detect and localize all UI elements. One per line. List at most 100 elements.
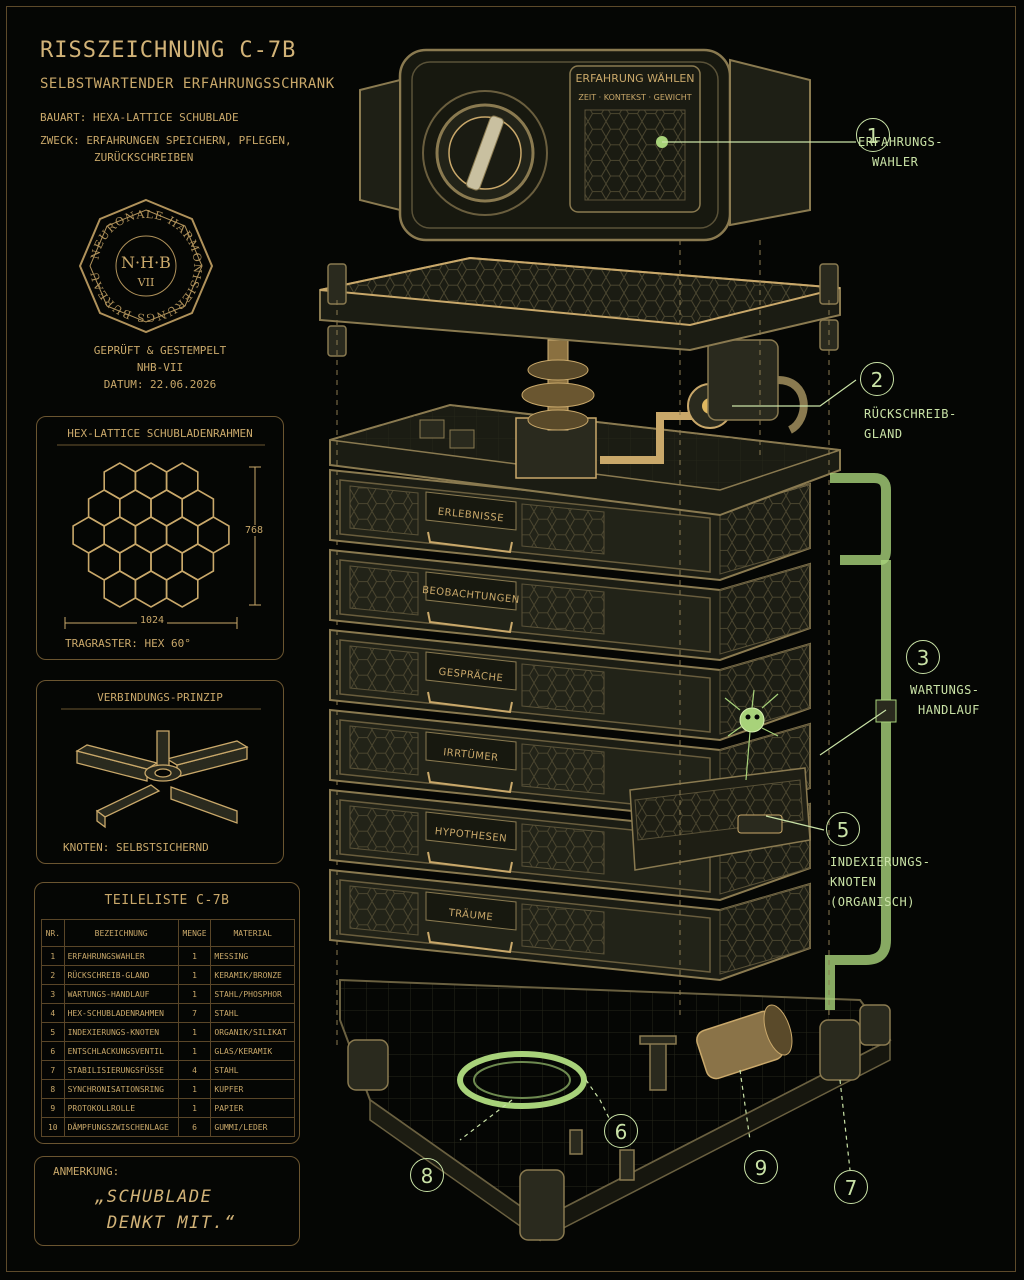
- drawing-frame: [6, 6, 1016, 1272]
- cell-nr: 10: [41, 1117, 65, 1137]
- cell-nr: 4: [41, 1003, 65, 1023]
- indexing-node-creature: [724, 689, 779, 781]
- bauart-text: BAUART: HEXA-LATTICE SCHUBLADE: [40, 111, 239, 124]
- callout-1-line1: ERFAHRUNGS-: [858, 135, 943, 149]
- stamp-caption-line3: DATUM: 22.06.2026: [103, 378, 217, 391]
- selector-title: ERFAHRUNG WÄHLEN: [575, 72, 694, 85]
- callout-6-number: 6: [604, 1114, 638, 1148]
- raster-label: TRAGRASTER: HEX 60°: [65, 637, 191, 650]
- callout-5-line3: (ORGANISCH): [830, 895, 915, 909]
- seal-numeral: VII: [137, 276, 155, 289]
- callout-2-line1: RÜCKSCHREIB-: [864, 407, 957, 421]
- connection-node-diagram: [61, 708, 261, 829]
- base-platform: [339, 978, 892, 1242]
- note-line1: „SCHUBLADE: [95, 1187, 213, 1207]
- callout-2-label: RÜCKSCHREIB- GLAND: [864, 404, 957, 444]
- callout-3-line2: HANDLAUF: [918, 703, 980, 717]
- hex-lattice-panel: HEX-LATTICE SCHUBLADENRAHMEN 768 1024 TR…: [36, 416, 284, 660]
- zweck-text-line1: ZWECK: ERFAHRUNGEN SPEICHERN, PFLEGEN,: [40, 134, 292, 147]
- hex-panel-title: HEX-LATTICE SCHUBLADENRAHMEN: [67, 427, 253, 440]
- parts-table-header: NR. BEZEICHNUNG MENGE MATERIAL: [41, 919, 295, 947]
- drawer-1[interactable]: ERLEBNISSE: [329, 468, 811, 582]
- note-label: ANMERKUNG:: [53, 1165, 120, 1178]
- cell-bezeichnung: ERFAHRUNGSWAHLER: [63, 946, 179, 966]
- zweck-text-line2: ZURÜCKSCHREIBEN: [94, 151, 194, 164]
- purge-valve: [569, 1035, 677, 1181]
- cabinet-illustration: ERLEBNISSEBEOBACHTUNGENGESPRÄCHEIRRTÜMER…: [319, 48, 897, 1242]
- hex-lattice-diagram: [57, 444, 265, 629]
- connection-caption: KNOTEN: SELBSTSICHERND: [63, 841, 209, 854]
- assembly-guide-lines: [336, 240, 830, 1050]
- cell-bezeichnung: DÄMPFUNGSZWISCHENLAGE: [63, 1117, 179, 1137]
- cell-nr: 9: [41, 1098, 65, 1118]
- callout-3-number: 3: [906, 640, 940, 674]
- central-shaft: [521, 339, 595, 431]
- cell-menge: 1: [177, 1098, 212, 1118]
- col-header-material: MATERIAL: [210, 919, 295, 947]
- protocol-roll: [696, 1004, 793, 1080]
- cell-material: MESSING: [210, 946, 295, 966]
- drawer-6[interactable]: TRÄUME: [329, 868, 811, 982]
- callout-5-line2: KNOTEN: [830, 875, 877, 889]
- cell-material: STAHL: [210, 1003, 295, 1023]
- cell-bezeichnung: RÜCKSCHREIB-GLAND: [63, 965, 179, 985]
- cell-material: GUMMI/LEDER: [210, 1117, 295, 1137]
- maintenance-handrail: [825, 473, 897, 1010]
- cell-bezeichnung: WARTUNGS-HANDLAUF: [63, 984, 179, 1004]
- drawer-3[interactable]: GESPRÄCHE: [329, 628, 811, 742]
- cell-nr: 8: [41, 1079, 65, 1099]
- cell-material: KERAMIK/BRONZE: [210, 965, 295, 985]
- cell-nr: 1: [41, 946, 65, 966]
- dim-width-label: 1024: [137, 615, 168, 626]
- stamp-caption-line1: GEPRÜFT & GESTEMPELT: [93, 344, 227, 357]
- cell-nr: 3: [41, 984, 65, 1004]
- cell-menge: 7: [177, 1003, 212, 1023]
- cell-material: STAHL: [210, 1060, 295, 1080]
- cell-material: PAPIER: [210, 1098, 295, 1118]
- callout-1-label: ERFAHRUNGS- WAHLER: [858, 132, 943, 172]
- cell-bezeichnung: PROTOKOLLROLLE: [63, 1098, 179, 1118]
- hex-cell: [165, 570, 199, 608]
- hex-lattice-plate: [319, 256, 841, 357]
- cell-menge: 1: [177, 1079, 212, 1099]
- seal-initials: N·H·B: [121, 253, 171, 272]
- cell-menge: 1: [177, 984, 212, 1004]
- cell-bezeichnung: STABILISIERUNGSFÜSSE: [63, 1060, 179, 1080]
- callout-5-line1: INDEXIERUNGS-: [830, 855, 931, 869]
- cell-nr: 7: [41, 1060, 65, 1080]
- stamp-caption-line2: NHB-VII: [136, 361, 184, 374]
- callout-3-label: WARTUNGS- HANDLAUF: [910, 680, 980, 720]
- parts-list-title: TEILELISTE C-7B: [104, 893, 230, 908]
- connection-principle-panel: VERBINDUNGS-PRINZIP KNOTEN: SELBSTSICHER…: [36, 680, 284, 864]
- sync-ring: [457, 1051, 587, 1109]
- cell-bezeichnung: INDEXIERUNGS-KNOTEN: [63, 1022, 179, 1042]
- cell-bezeichnung: HEX-SCHUBLADENRAHMEN: [63, 1003, 179, 1023]
- cell-material: ORGANIK/SILIKAT: [210, 1022, 295, 1042]
- stabilizing-feet: [347, 1004, 891, 1241]
- experience-selector-box: [359, 48, 811, 242]
- cell-nr: 5: [41, 1022, 65, 1042]
- cell-material: GLAS/KERAMIK: [210, 1041, 295, 1061]
- callout-3-line1: WARTUNGS-: [910, 683, 980, 697]
- hex-cell: [134, 570, 168, 608]
- cell-menge: 1: [177, 1022, 212, 1042]
- callout-1-line2: WAHLER: [872, 155, 919, 169]
- selector-subtitle: ZEIT · KONTEKST · GEWICHT: [578, 93, 691, 102]
- col-header-bezeichnung: BEZEICHNUNG: [63, 919, 179, 947]
- callout-1-number: 1: [856, 118, 890, 152]
- drawer-2[interactable]: BEOBACHTUNGEN: [329, 548, 811, 662]
- connection-panel-title: VERBINDUNGS-PRINZIP: [97, 691, 223, 704]
- cell-menge: 1: [177, 946, 212, 966]
- dim-height-label: 768: [245, 525, 264, 536]
- drawing-title: RISSZEICHNUNG C-7B: [40, 38, 297, 63]
- cell-menge: 4: [177, 1060, 212, 1080]
- cell-material: STAHL/PHOSPHOR: [210, 984, 295, 1004]
